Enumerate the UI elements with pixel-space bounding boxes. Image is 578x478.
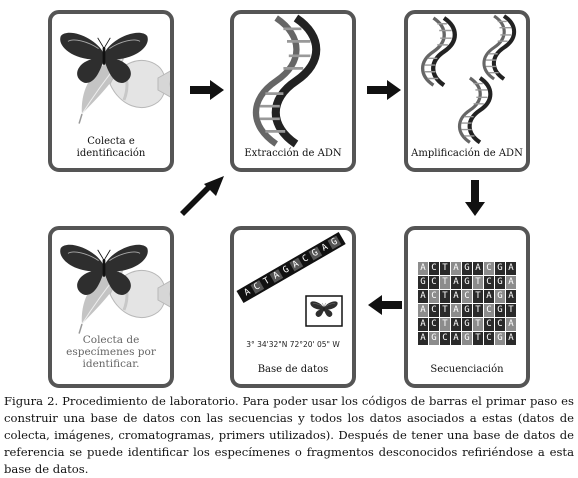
sequence-base: G xyxy=(462,262,472,275)
sequence-base: G xyxy=(462,318,472,331)
sequence-base: G xyxy=(418,276,428,289)
sequence-base: C xyxy=(484,262,494,275)
panel-label: Colecta de especímenes por identificar. xyxy=(66,334,156,370)
sequence-base: A xyxy=(473,262,483,275)
sequence-base: T xyxy=(506,304,516,317)
sequence-base: A xyxy=(418,290,428,303)
dna-helix-icon xyxy=(423,18,455,85)
sequence-base: C xyxy=(429,304,439,317)
sequence-base: A xyxy=(451,318,461,331)
sequence-base: A xyxy=(484,290,494,303)
sequence-base: A xyxy=(418,332,428,345)
arrow-down-icon xyxy=(465,180,485,216)
panel-label: Extracción de ADN xyxy=(244,148,342,159)
sequence-base: T xyxy=(440,290,450,303)
panel-label: Secuenciación xyxy=(430,364,504,375)
sequence-base: A xyxy=(451,276,461,289)
sequence-base: G xyxy=(495,290,505,303)
sequence-base: A xyxy=(506,318,516,331)
sequence-base: T xyxy=(440,304,450,317)
sequence-base: T xyxy=(473,304,483,317)
sequence-base: A xyxy=(451,262,461,275)
arrow-up-right-icon xyxy=(180,176,224,216)
sequence-base: G xyxy=(495,304,505,317)
sequence-base: C xyxy=(484,276,494,289)
arrow-right-icon xyxy=(190,80,224,100)
sequence-base: A xyxy=(418,318,428,331)
sequence-base: C xyxy=(440,332,450,345)
sequence-base: G xyxy=(462,304,472,317)
sequence-base: C xyxy=(484,304,494,317)
sequence-base: A xyxy=(418,304,428,317)
sequence-base: C xyxy=(484,332,494,345)
sequence-base: C xyxy=(429,290,439,303)
panel-unknown-specimens: Colecta de especímenes por identificar. xyxy=(48,226,174,388)
sequence-base: A xyxy=(451,304,461,317)
sequence-base: C xyxy=(495,318,505,331)
sequence-base: T xyxy=(440,262,450,275)
sequence-base: A xyxy=(451,332,461,345)
sequence-base: T xyxy=(473,332,483,345)
panel-label: Amplificación de ADN xyxy=(411,148,523,159)
panel-collect: Colecta e identificación xyxy=(48,10,174,172)
figure-caption: Figura 2. Procedimiento de laboratorio. … xyxy=(4,394,574,476)
sequence-base: A xyxy=(506,332,516,345)
sequence-base: T xyxy=(440,276,450,289)
arrow-left-icon xyxy=(368,295,402,315)
sequence-base: T xyxy=(473,318,483,331)
panel-label: Base de datos xyxy=(257,364,329,375)
sequence-base: T xyxy=(440,318,450,331)
sequence-base: G xyxy=(495,332,505,345)
sequence-base: G xyxy=(462,332,472,345)
sequence-base: A xyxy=(506,290,516,303)
arrow-right-icon xyxy=(367,80,401,100)
sequence-base: A xyxy=(506,276,516,289)
sequence-base: C xyxy=(462,290,472,303)
dna-helix-icon xyxy=(460,78,491,142)
panel-amplification: Amplificación de ADN xyxy=(404,10,530,172)
sequence-base: A xyxy=(418,262,428,275)
sequence-base: G xyxy=(495,276,505,289)
sequence-base: A xyxy=(451,290,461,303)
dna-helix-icon xyxy=(484,16,514,79)
dna-helix-icon xyxy=(256,18,316,144)
sequence-base: C xyxy=(429,262,439,275)
sequence-base: A xyxy=(506,262,516,275)
sequence-base: G xyxy=(462,276,472,289)
sequence-base: T xyxy=(473,290,483,303)
sequence-base: G xyxy=(495,262,505,275)
sequence-base: C xyxy=(484,318,494,331)
sequence-base: T xyxy=(473,276,483,289)
coordinates: 3° 34'32"N 72°20' 05" W xyxy=(246,340,340,349)
sequence-base: C xyxy=(429,276,439,289)
sequence-base: G xyxy=(429,332,439,345)
sequence-base: C xyxy=(429,318,439,331)
panel-extraction: Extracción de ADN xyxy=(230,10,356,172)
panel-label: Colecta e identificación xyxy=(76,136,146,159)
